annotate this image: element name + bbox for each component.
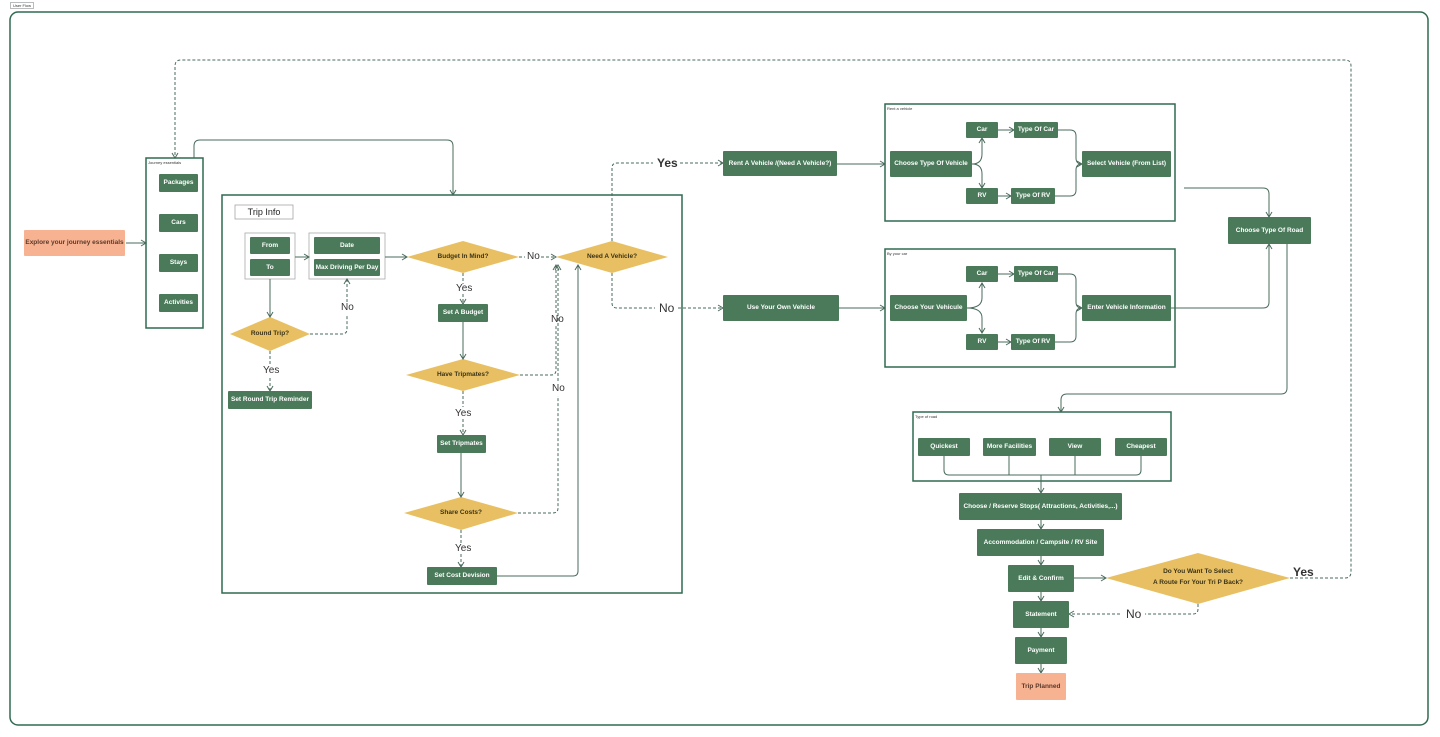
choose-your-vehicle-node[interactable]: Choose Your Vehicule — [890, 295, 967, 321]
tripmates-no-label: No — [551, 314, 564, 325]
statement-node[interactable]: Statement — [1013, 601, 1069, 628]
share-costs-label: Share Costs? — [440, 508, 482, 516]
reserve-stops-node[interactable]: Choose / Reserve Stops( Attractions, Act… — [959, 493, 1122, 520]
explore-start-node[interactable]: Explore your journey essentials — [24, 230, 125, 256]
share-no-label: No — [552, 383, 565, 394]
need-vehicle-diamond — [556, 241, 668, 273]
stays-node[interactable]: Stays — [159, 254, 198, 272]
share-yes-label: Yes — [455, 543, 472, 554]
payment-node[interactable]: Payment — [1015, 637, 1067, 664]
set-cost-node[interactable]: Set Cost Devision — [427, 567, 497, 585]
road-frame — [912, 411, 1172, 482]
budget-label: Budget In Mind? — [437, 252, 489, 260]
set-budget-node[interactable]: Set A Budget — [438, 304, 488, 322]
date-node[interactable]: Date — [314, 237, 380, 254]
packages-node[interactable]: Packages — [159, 174, 198, 192]
choose-road-node[interactable]: Choose Type Of Road — [1228, 217, 1311, 244]
cars-node[interactable]: Cars — [159, 214, 198, 232]
vehicle-no-label: No — [659, 301, 675, 315]
frame-title: User Flow — [10, 2, 35, 9]
tripmates-yes-label: Yes — [455, 408, 472, 419]
accommodation-node[interactable]: Accommodation / Campsite / RV Site — [977, 529, 1104, 556]
car-node-own[interactable]: Car — [966, 266, 998, 282]
tripmates-label: Have Tripmates? — [436, 370, 490, 378]
own-car-group-title: By your car — [887, 251, 908, 256]
route-back-label-1: Do You Want To Select — [1163, 567, 1233, 575]
own-vehicle-node[interactable]: Use Your Own Vehicle — [723, 295, 839, 321]
route-yes-label: Yes — [1293, 565, 1314, 579]
rv-node-own[interactable]: RV — [966, 334, 998, 350]
type-rv-node-rent[interactable]: Type Of RV — [1011, 188, 1055, 204]
type-car-node-rent[interactable]: Type Of Car — [1014, 122, 1058, 138]
enter-vehicle-node[interactable]: Enter Vehicle Information — [1082, 295, 1171, 321]
round-trip-label: Round Trip? — [250, 329, 290, 337]
budget-yes-label: Yes — [456, 283, 473, 294]
select-vehicle-node[interactable]: Select Vehicle (From List) — [1082, 151, 1171, 177]
route-no-label: No — [1126, 607, 1142, 621]
choose-type-vehicle-node[interactable]: Choose Type Of Vehicle — [890, 151, 972, 177]
cheapest-node[interactable]: Cheapest — [1115, 438, 1167, 456]
activities-node[interactable]: Activities — [159, 294, 198, 312]
rv-node-rent[interactable]: RV — [966, 188, 998, 204]
more-facilities-node[interactable]: More Facilities — [983, 438, 1036, 456]
type-car-node-own[interactable]: Type Of Car — [1014, 266, 1058, 282]
trip-info-title: Trip Info — [247, 207, 281, 217]
view-node[interactable]: View — [1049, 438, 1101, 456]
from-node[interactable]: From — [250, 237, 290, 254]
car-node-rent[interactable]: Car — [966, 122, 998, 138]
edit-confirm-node[interactable]: Edit & Confirm — [1008, 565, 1074, 592]
budget-no-label: No — [527, 251, 540, 262]
share-costs-diamond — [404, 497, 518, 530]
budget-diamond — [407, 241, 519, 273]
quickest-node[interactable]: Quickest — [918, 438, 970, 456]
trip-info-title-box — [234, 204, 294, 220]
outer-frame — [9, 11, 1429, 726]
rent-vehicle-node[interactable]: Rent A Vehicle /(Need A Vehicle?) — [723, 151, 837, 176]
need-vehicle-label: Need A Vehicle? — [586, 252, 638, 260]
round-trip-diamond — [230, 317, 310, 351]
max-driving-node[interactable]: Max Driving Per Day — [314, 259, 380, 276]
route-back-diamond — [1106, 553, 1290, 604]
round-trip-yes-label: Yes — [263, 365, 280, 376]
set-tripmates-node[interactable]: Set Tripmates — [437, 435, 486, 453]
rent-group-title: Rent a vehicle — [887, 106, 913, 111]
tripmates-diamond — [406, 359, 520, 391]
journey-group-title: Journey essentials — [148, 160, 182, 165]
vehicle-yes-label: Yes — [657, 156, 678, 170]
round-trip-no-label: No — [341, 302, 354, 313]
type-rv-node-own[interactable]: Type Of RV — [1011, 334, 1055, 350]
set-round-trip-node[interactable]: Set Round Trip Reminder — [228, 391, 312, 409]
to-node[interactable]: To — [250, 259, 290, 276]
route-back-label-2: A Route For Your Tri P Back? — [1152, 578, 1244, 586]
trip-planned-node[interactable]: Trip Planned — [1016, 673, 1066, 700]
road-group-title: Type of road — [915, 414, 938, 419]
